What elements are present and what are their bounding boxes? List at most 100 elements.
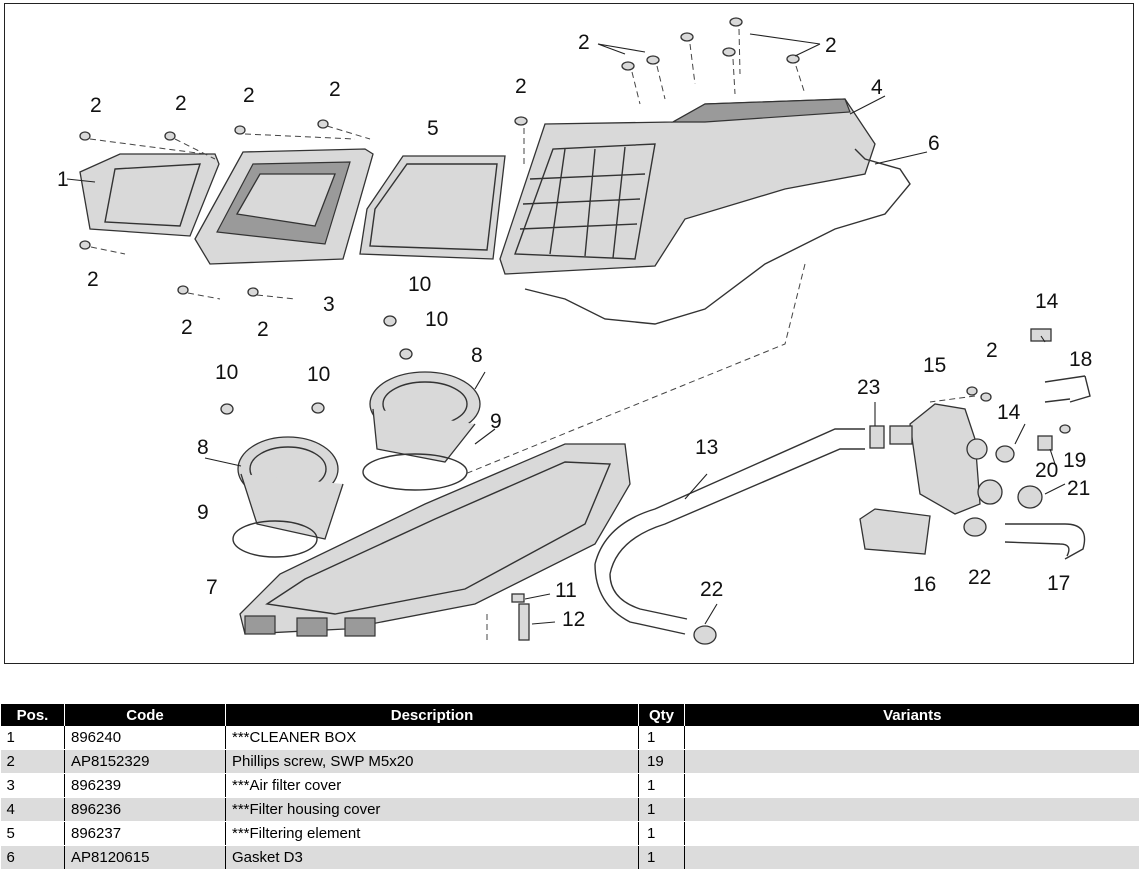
header-pos: Pos. xyxy=(0,704,65,726)
callout-19: 19 xyxy=(1063,449,1086,472)
callout-4: 4 xyxy=(871,76,883,99)
cell-description: Phillips screw, SWP M5x20 xyxy=(225,749,639,774)
callout-10: 10 xyxy=(408,273,431,296)
callout-2: 2 xyxy=(578,31,590,54)
cell-variants xyxy=(684,821,1139,846)
cell-code: 896239 xyxy=(64,773,226,798)
callout-2: 2 xyxy=(257,318,269,341)
cell-description: ***Filter housing cover xyxy=(225,797,639,822)
cell-qty: 1 xyxy=(638,821,685,846)
callout-8: 8 xyxy=(471,344,483,367)
callout-13: 13 xyxy=(695,436,718,459)
part-13-hose xyxy=(594,428,865,635)
table-row: 6 AP8120615 Gasket D3 1 xyxy=(0,845,1139,870)
table-row: 1 896240 ***CLEANER BOX 1 xyxy=(0,726,1139,750)
callout-2: 2 xyxy=(825,34,837,57)
callout-16: 16 xyxy=(913,573,936,596)
cell-code: AP8152329 xyxy=(64,749,226,774)
header-description: Description xyxy=(225,704,639,726)
callout-14: 14 xyxy=(1035,290,1059,313)
cell-description: ***Air filter cover xyxy=(225,773,639,798)
callout-2: 2 xyxy=(515,75,527,98)
part-4-filter-housing xyxy=(499,98,876,275)
table-row: 2 AP8152329 Phillips screw, SWP M5x20 19 xyxy=(0,749,1139,774)
header-code: Code xyxy=(64,704,226,726)
callout-8: 8 xyxy=(197,436,209,459)
callout-10: 10 xyxy=(215,361,238,384)
exploded-parts-diagram: 1 2 2 2 2 2 2 2 3 5 2 2 2 4 6 10 10 10 1… xyxy=(4,3,1134,664)
part-14-clip xyxy=(1030,328,1052,342)
part-1-cover xyxy=(79,153,220,237)
cell-qty: 1 xyxy=(638,845,685,870)
callout-23: 23 xyxy=(857,376,880,399)
callout-15: 15 xyxy=(923,354,946,377)
diagram-svg: 1 2 2 2 2 2 2 2 3 5 2 2 2 4 6 10 10 10 1… xyxy=(57,17,1092,645)
cell-qty: 1 xyxy=(638,773,685,798)
table-row: 4 896236 ***Filter housing cover 1 xyxy=(0,797,1139,822)
callout-20: 20 xyxy=(1035,459,1058,482)
callout-2: 2 xyxy=(329,78,341,101)
cell-variants xyxy=(684,773,1139,798)
part-21-clamp xyxy=(1017,485,1043,509)
header-qty: Qty xyxy=(638,704,685,726)
cell-qty: 19 xyxy=(638,749,685,774)
table-row: 3 896239 ***Air filter cover 1 xyxy=(0,773,1139,798)
cell-pos: 5 xyxy=(0,821,65,846)
table-row: 5 896237 ***Filtering element 1 xyxy=(0,821,1139,846)
cell-code: 896236 xyxy=(64,797,226,822)
cell-code: AP8120615 xyxy=(64,845,226,870)
part-5-filter-element xyxy=(359,155,506,260)
cell-description: ***CLEANER BOX xyxy=(225,726,639,750)
callout-5: 5 xyxy=(427,117,439,140)
callout-22: 22 xyxy=(968,566,991,589)
table-header-row: Pos. Code Description Qty Variants xyxy=(0,704,1139,726)
cell-description: Gasket D3 xyxy=(225,845,639,870)
part-20-spacer xyxy=(1037,435,1053,451)
cell-variants xyxy=(684,749,1139,774)
cell-qty: 1 xyxy=(638,797,685,822)
callout-12: 12 xyxy=(562,608,585,631)
cell-pos: 4 xyxy=(0,797,65,822)
callout-3: 3 xyxy=(323,293,335,316)
cell-pos: 2 xyxy=(0,749,65,774)
cell-pos: 3 xyxy=(0,773,65,798)
cell-description: ***Filtering element xyxy=(225,821,639,846)
cell-qty: 1 xyxy=(638,726,685,750)
callout-21: 21 xyxy=(1067,477,1090,500)
cell-code: 896237 xyxy=(64,821,226,846)
callout-22: 22 xyxy=(700,578,723,601)
callout-18: 18 xyxy=(1069,348,1092,371)
callout-2: 2 xyxy=(243,84,255,107)
callout-11: 11 xyxy=(555,579,577,602)
screw-group xyxy=(79,17,1071,641)
cell-pos: 6 xyxy=(0,845,65,870)
callout-2: 2 xyxy=(986,339,998,362)
part-15-breather xyxy=(909,403,981,515)
callout-7: 7 xyxy=(206,576,218,599)
callout-2: 2 xyxy=(90,94,102,117)
callout-14: 14 xyxy=(997,401,1021,424)
callout-9: 9 xyxy=(197,501,209,524)
part-17-hose xyxy=(1004,523,1086,560)
callout-2: 2 xyxy=(175,92,187,115)
parts-table: Pos. Code Description Qty Variants 1 896… xyxy=(0,704,1139,870)
callout-2: 2 xyxy=(181,316,193,339)
part-18-hose xyxy=(1044,375,1091,403)
callout-10: 10 xyxy=(425,308,448,331)
callout-17: 17 xyxy=(1047,572,1070,595)
header-variants: Variants xyxy=(684,704,1139,726)
part-9-gasket xyxy=(232,520,318,558)
callout-6: 6 xyxy=(928,132,940,155)
part-6-gasket xyxy=(524,148,911,325)
cell-pos: 1 xyxy=(0,726,65,750)
cell-variants xyxy=(684,797,1139,822)
callout-1: 1 xyxy=(57,168,69,191)
cell-variants xyxy=(684,726,1139,750)
callout-10: 10 xyxy=(307,363,330,386)
callout-9: 9 xyxy=(490,410,502,433)
callout-2: 2 xyxy=(87,268,99,291)
part-16-block xyxy=(859,508,931,555)
cell-variants xyxy=(684,845,1139,870)
part-22-clamp xyxy=(693,625,717,645)
cell-code: 896240 xyxy=(64,726,226,750)
